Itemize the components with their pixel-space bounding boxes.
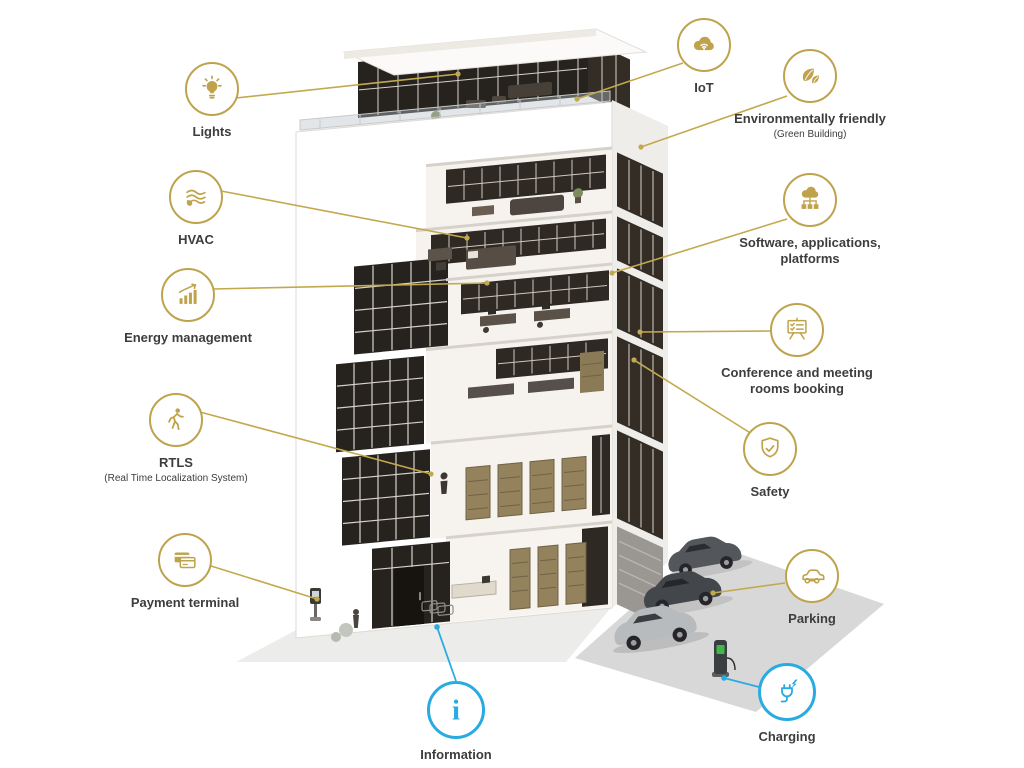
building-right-face — [617, 152, 663, 626]
feature-environmentally-friendly: Environmentally friendly (Green Building… — [695, 49, 925, 141]
feature-iot: IoT — [654, 18, 754, 96]
presentation-checklist-icon — [770, 303, 824, 357]
connector-iot — [576, 62, 684, 100]
roof-pavilion — [342, 28, 648, 121]
feature-sublabel: (Green Building) — [773, 128, 847, 140]
feature-label: Information — [420, 747, 492, 762]
feature-label: Parking — [788, 611, 836, 626]
feature-label: Safety — [750, 484, 790, 499]
svg-text:i: i — [452, 695, 460, 727]
feature-label: Software, applications, platforms — [739, 235, 881, 266]
feature-payment-terminal: Payment terminal — [80, 533, 290, 611]
feature-charging: Charging — [717, 663, 857, 745]
shopping-carts — [421, 600, 454, 616]
feature-label: Environmentally friendly — [734, 111, 886, 126]
shield-check-icon — [743, 422, 797, 476]
terrace-railing — [299, 90, 611, 131]
connector-green — [640, 95, 788, 148]
feature-label: Conference and meeting rooms booking — [721, 365, 873, 396]
connector-parking — [712, 582, 786, 594]
air-leaf-icon — [169, 170, 223, 224]
connector-information — [436, 626, 457, 682]
feature-rtls: RTLS (Real Time Localization System) — [61, 393, 291, 485]
feature-label: Charging — [758, 729, 816, 744]
feature-software-applications-platforms: Software, applications, platforms — [725, 173, 895, 266]
feature-sublabel: (Real Time Localization System) — [104, 472, 248, 484]
building-front-face — [336, 146, 612, 629]
leaves-icon — [783, 49, 837, 103]
connector-rtls — [199, 411, 432, 475]
feature-safety: Safety — [700, 422, 840, 500]
cloud-network-icon — [783, 173, 837, 227]
feature-conference-booking: Conference and meeting rooms booking — [707, 303, 887, 396]
feature-hvac: HVAC — [116, 170, 276, 248]
connector-hvac — [220, 190, 468, 239]
connector-safety — [633, 359, 753, 435]
cloud-wifi-icon — [677, 18, 731, 72]
lightbulb-icon — [185, 62, 239, 116]
feature-information: i Information — [376, 681, 536, 763]
connector-lights — [235, 73, 459, 99]
info-icon: i — [427, 681, 485, 739]
car-icon — [785, 549, 839, 603]
connector-charging — [723, 677, 760, 688]
feature-parking: Parking — [742, 549, 882, 627]
charging-plug-icon — [758, 663, 816, 721]
feature-label: HVAC — [178, 232, 214, 247]
feature-energy-management: Energy management — [83, 268, 293, 346]
feature-lights: Lights — [132, 62, 292, 140]
connector-software — [611, 218, 788, 274]
connector-payment — [210, 565, 318, 600]
feature-label: Energy management — [124, 330, 252, 345]
walking-person-icon — [149, 393, 203, 447]
cars — [613, 536, 753, 654]
credit-cards-icon — [158, 533, 212, 587]
feature-label: IoT — [694, 80, 714, 95]
feature-label: Payment terminal — [130, 595, 240, 610]
connector-energy — [212, 282, 488, 290]
feature-label: RTLS — [159, 455, 193, 470]
connector-conference — [639, 330, 771, 333]
bar-chart-growth-icon — [161, 268, 215, 322]
feature-label: Lights — [192, 124, 232, 139]
